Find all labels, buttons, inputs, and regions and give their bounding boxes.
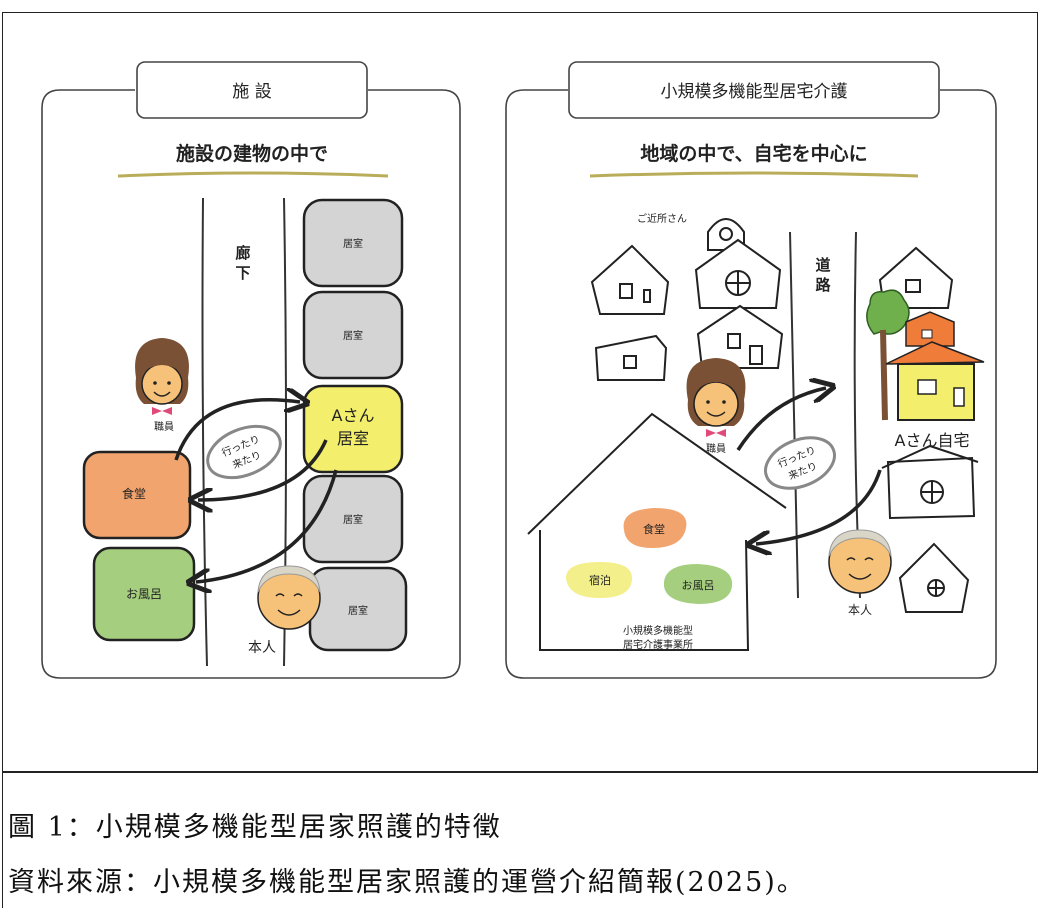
staff-icon — [135, 338, 189, 415]
road-line-left — [789, 231, 799, 599]
facility-name-2: 居宅介護事業所 — [623, 638, 693, 651]
left-staff-label: 職員 — [154, 421, 174, 433]
arrow-facility-to-home — [736, 388, 826, 451]
facility-bath: お風呂 — [663, 564, 733, 604]
a-san-room-line1: Aさん — [332, 406, 375, 425]
right-staff-icon — [686, 358, 746, 437]
road-label: 道路 — [815, 256, 831, 294]
right-self-icon — [828, 529, 892, 594]
left-self-label: 本人 — [248, 640, 276, 656]
corridor-char-2: 下 — [235, 264, 250, 282]
left-subtitle: 施設の建物の中で — [176, 142, 328, 165]
svg-text:宿泊: 宿泊 — [589, 573, 611, 587]
facility-stay: 宿泊 — [566, 562, 632, 598]
house-icon — [590, 244, 670, 315]
room-1: 居室 — [302, 198, 404, 288]
room-3: 居室 — [302, 474, 404, 564]
facility-name-1: 小規模多機能型 — [623, 624, 693, 637]
right-panel-frame — [505, 89, 997, 679]
a-san-room: Aさん 居室 — [302, 384, 404, 474]
a-san-home-icon — [866, 289, 985, 421]
left-subtitle-underline — [117, 171, 389, 178]
road-char-1: 道 — [815, 256, 830, 274]
svg-text:食堂: 食堂 — [643, 522, 665, 536]
church-house-icon — [694, 218, 782, 309]
caption-left-border — [2, 772, 3, 908]
caption-divider — [2, 772, 1038, 773]
arrow-room-to-dining — [198, 439, 328, 500]
arrow-room-to-bath — [196, 469, 338, 582]
right-staff-label: 職員 — [706, 443, 726, 455]
left-panel-frame — [41, 89, 461, 679]
a-san-room-line2: 居室 — [337, 429, 369, 448]
house-icon — [881, 444, 979, 520]
right-subtitle: 地域の中で、自宅を中心に — [640, 142, 867, 165]
room-2: 居室 — [302, 290, 404, 380]
left-tab-box — [136, 61, 368, 119]
right-self-label: 本人 — [848, 603, 872, 617]
svg-text:お風呂: お風呂 — [126, 587, 162, 601]
svg-text:お風呂: お風呂 — [682, 579, 715, 592]
facility-building — [527, 412, 787, 651]
neighbors-label: ご近所さん — [637, 212, 687, 225]
corridor-line-left — [201, 197, 208, 667]
left-panel: 施 設 施設の建物の中で 廊下 居室 居室 Aさん 居室 居室 居室 — [41, 61, 461, 679]
house-icon — [898, 542, 970, 613]
bath-room: お風呂 — [92, 546, 196, 642]
corridor-label: 廊下 — [235, 244, 250, 282]
right-subtitle-underline — [589, 171, 919, 178]
right-panel: 小規模多機能型居宅介護 地域の中で、自宅を中心に 道路 ご近所さん — [505, 61, 997, 679]
figure-caption: 圖 1：小規模多機能型居家照護的特徵 — [8, 812, 502, 843]
self-icon — [257, 565, 321, 630]
right-tab-title: 小規模多機能型居宅介護 — [661, 82, 848, 102]
arrow-dining-to-room — [174, 400, 300, 461]
house-icon — [594, 334, 668, 381]
figure-frame — [2, 12, 1038, 772]
svg-text:居室: 居室 — [348, 604, 368, 617]
dining-room: 食堂 — [82, 450, 192, 540]
arrow-home-to-facility — [756, 469, 882, 544]
svg-text:居室: 居室 — [343, 329, 363, 342]
svg-text:居室: 居室 — [343, 237, 363, 250]
road-char-2: 路 — [815, 276, 831, 294]
room-4: 居室 — [308, 566, 408, 652]
care-comparison-diagram: 施 設 施設の建物の中で 廊下 居室 居室 Aさん 居室 居室 居室 — [41, 61, 997, 679]
facility-dining: 食堂 — [623, 508, 687, 548]
svg-text:食堂: 食堂 — [122, 486, 146, 501]
svg-text:居室: 居室 — [343, 513, 363, 526]
a-san-home-label: Aさん自宅 — [895, 431, 970, 450]
left-back-and-forth-oval — [206, 424, 282, 480]
right-tab-box — [568, 61, 940, 119]
left-tab-title: 施 設 — [232, 82, 271, 102]
right-back-and-forth-oval — [764, 436, 836, 490]
source-caption: 資料來源：小規模多機能型居家照護的運營介紹簡報(2025)。 — [8, 867, 806, 898]
corridor-char-1: 廊 — [235, 244, 250, 262]
